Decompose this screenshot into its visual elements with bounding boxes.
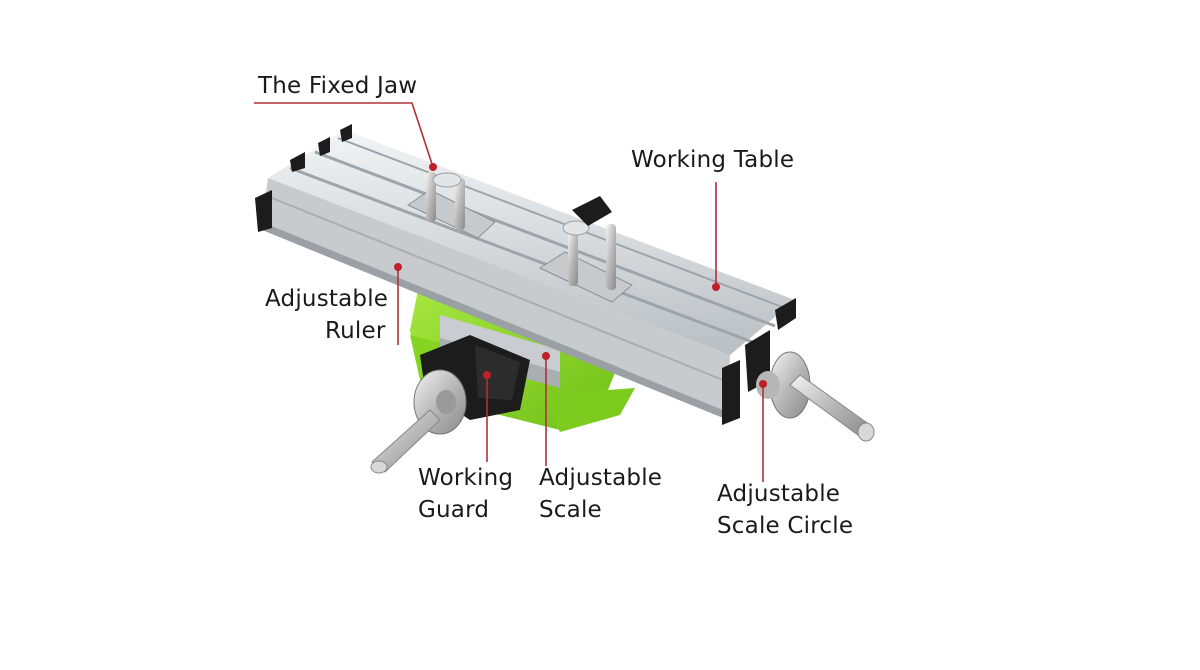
label-adjustable-scale-line2: Scale (539, 494, 602, 526)
dot-adjustable-scale-circle (759, 380, 767, 388)
label-adjustable-scale-circle-line2: Scale Circle (717, 510, 853, 542)
front-handwheel (371, 370, 466, 473)
dot-adjustable-scale (542, 352, 550, 360)
dot-working-guard (483, 371, 491, 379)
label-adjustable-scale-line1: Adjustable (539, 462, 662, 494)
label-working-guard-line2: Guard (418, 494, 489, 526)
label-adjustable-scale-circle-line1: Adjustable (717, 478, 840, 510)
dot-fixed-jaw (429, 163, 437, 171)
label-adjustable-ruler-line1: Adjustable (265, 283, 388, 315)
label-working-guard-line1: Working (418, 462, 513, 494)
dot-adjustable-ruler (394, 263, 402, 271)
label-working-table: Working Table (631, 144, 794, 176)
side-handwheel (756, 352, 874, 441)
dot-working-table (712, 283, 720, 291)
label-fixed-jaw: The Fixed Jaw (258, 70, 417, 102)
label-adjustable-ruler-line2: Ruler (325, 315, 386, 347)
